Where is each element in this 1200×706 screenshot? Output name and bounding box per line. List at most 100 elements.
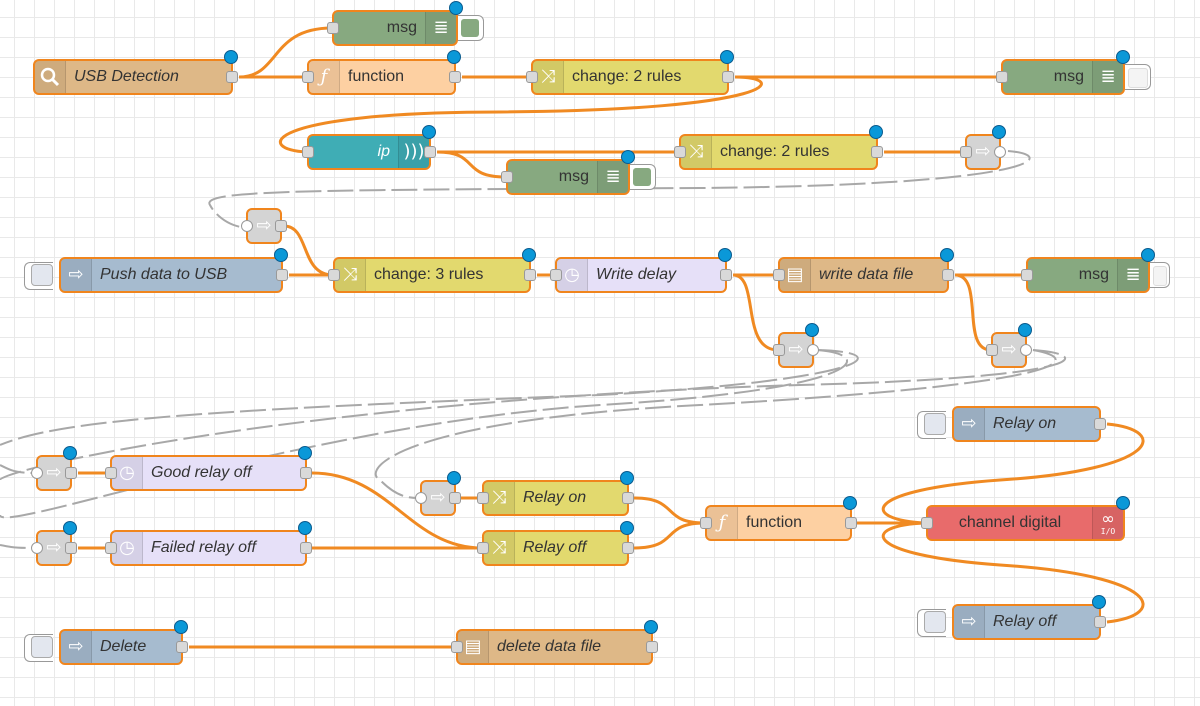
delete-inject-node[interactable]: ⇨ Delete [24, 620, 188, 665]
input-port[interactable] [773, 269, 785, 281]
input-port[interactable] [700, 517, 712, 529]
input-port[interactable] [327, 22, 339, 34]
usb-detection-node[interactable]: USB Detection [33, 50, 238, 95]
output-port[interactable] [300, 542, 312, 554]
input-port[interactable] [415, 492, 427, 504]
link-out-node[interactable]: ⇨ [986, 323, 1032, 368]
input-port[interactable] [477, 542, 489, 554]
changed-indicator [447, 50, 461, 64]
debug-toggle-button[interactable] [630, 164, 656, 190]
output-port[interactable] [1094, 616, 1106, 628]
debug-toggle-button[interactable] [1150, 262, 1170, 288]
output-port[interactable] [300, 467, 312, 479]
debug-node[interactable]: msg ≣ [996, 50, 1151, 95]
output-port[interactable] [646, 641, 658, 653]
output-port[interactable] [176, 641, 188, 653]
output-port[interactable] [276, 269, 288, 281]
input-port[interactable] [674, 146, 686, 158]
wire [954, 273, 992, 352]
output-port[interactable] [845, 517, 857, 529]
output-port[interactable] [807, 344, 819, 356]
output-port[interactable] [449, 71, 461, 83]
link-in-icon: ⇨ [422, 482, 454, 514]
delay-node[interactable]: ◷ Failed relay off [105, 521, 312, 566]
change-node[interactable]: ⤨ Relay on [477, 471, 634, 516]
changed-indicator [992, 125, 1006, 139]
input-port[interactable] [241, 220, 253, 232]
wire [633, 521, 706, 550]
arduino-out-node[interactable]: channel digital ∞ I/O [921, 496, 1130, 541]
link-in-node[interactable]: ⇨ [31, 521, 77, 566]
link-in-node[interactable]: ⇨ [415, 471, 461, 516]
file-delete-node[interactable]: ▤ delete data file [451, 620, 658, 665]
delay-node[interactable]: ◷ Write delay [550, 248, 732, 293]
relay-off-inject-node[interactable]: ⇨ Relay off [917, 595, 1106, 640]
link-out-node[interactable]: ⇨ [960, 125, 1006, 170]
output-port[interactable] [622, 492, 634, 504]
input-port[interactable] [31, 542, 43, 554]
push-data-inject-node[interactable]: ⇨ Push data to USB [24, 248, 288, 293]
change-node[interactable]: ⤨ Relay off [477, 521, 634, 566]
output-port[interactable] [424, 146, 436, 158]
input-port[interactable] [996, 71, 1008, 83]
wire [283, 224, 334, 277]
input-port[interactable] [986, 344, 998, 356]
input-port[interactable] [921, 517, 933, 529]
input-port[interactable] [1021, 269, 1033, 281]
input-port[interactable] [302, 71, 314, 83]
inject-button[interactable] [917, 411, 946, 439]
debug-toggle-button[interactable] [458, 15, 484, 41]
delay-node[interactable]: ◷ Good relay off [105, 446, 312, 491]
input-port[interactable] [31, 467, 43, 479]
output-port[interactable] [524, 269, 536, 281]
inject-button[interactable] [917, 609, 946, 637]
file-write-node[interactable]: ▤ write data file [773, 248, 954, 293]
inject-button[interactable] [24, 634, 53, 662]
output-port[interactable] [65, 542, 77, 554]
output-port[interactable] [722, 71, 734, 83]
input-port[interactable] [773, 344, 785, 356]
function-node[interactable]: ƒ function [302, 50, 461, 95]
node-label: Failed relay off [151, 539, 256, 556]
input-port[interactable] [960, 146, 972, 158]
changed-indicator [1092, 595, 1106, 609]
output-port[interactable] [449, 492, 461, 504]
debug-node[interactable]: msg ≣ [327, 1, 484, 46]
change-node[interactable]: ⤨ change: 2 rules [526, 50, 734, 95]
tcp-ip-node[interactable]: ip ))) [302, 125, 436, 170]
link-in-node[interactable]: ⇨ [31, 446, 77, 491]
input-port[interactable] [550, 269, 562, 281]
input-port[interactable] [105, 467, 117, 479]
output-port[interactable] [720, 269, 732, 281]
output-port[interactable] [226, 71, 238, 83]
output-port[interactable] [65, 467, 77, 479]
wire [633, 496, 706, 525]
link-out-node[interactable]: ⇨ [773, 323, 819, 368]
input-port[interactable] [451, 641, 463, 653]
debug-node[interactable]: msg ≣ [1021, 248, 1170, 293]
input-port[interactable] [526, 71, 538, 83]
input-port[interactable] [105, 542, 117, 554]
change-node[interactable]: ⤨ change: 2 rules [674, 125, 883, 170]
output-port[interactable] [942, 269, 954, 281]
output-port[interactable] [622, 542, 634, 554]
relay-on-inject-node[interactable]: ⇨ Relay on [917, 406, 1106, 442]
input-port[interactable] [302, 146, 314, 158]
link-in-node[interactable]: ⇨ [241, 208, 287, 244]
output-port[interactable] [871, 146, 883, 158]
input-port[interactable] [501, 171, 513, 183]
debug-toggle-button[interactable] [1125, 64, 1151, 90]
output-port[interactable] [1020, 344, 1032, 356]
debug-node[interactable]: msg ≣ [501, 150, 656, 195]
link-out-icon: ⇨ [993, 334, 1025, 366]
node-label: msg [1078, 266, 1109, 283]
output-port[interactable] [1094, 418, 1106, 430]
function-node[interactable]: ƒ function [700, 496, 857, 541]
debug-list-icon: ≣ [425, 12, 456, 44]
input-port[interactable] [477, 492, 489, 504]
output-port[interactable] [275, 220, 287, 232]
output-port[interactable] [994, 146, 1006, 158]
inject-button[interactable] [24, 262, 53, 290]
change-node[interactable]: ⤨ change: 3 rules [328, 248, 536, 293]
input-port[interactable] [328, 269, 340, 281]
